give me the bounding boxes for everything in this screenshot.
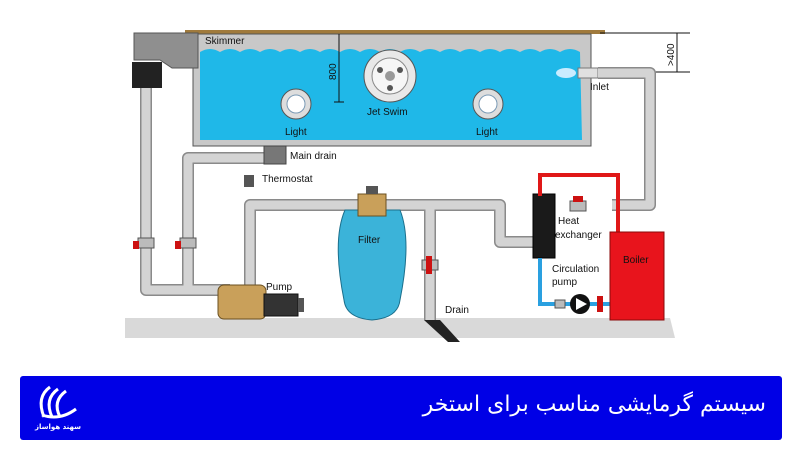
heat-exchanger-label-1: Heat bbox=[558, 216, 579, 227]
drain-label: Drain bbox=[445, 305, 469, 316]
jet-swim-label: Jet Swim bbox=[367, 107, 408, 118]
skimmer-box bbox=[133, 32, 199, 69]
hot-loop-pipe bbox=[538, 173, 620, 232]
title-banner: سهند هواساز سیستم گرمایشی مناسب برای است… bbox=[20, 376, 782, 440]
pool-heating-diagram: Skimmer 800 >400 Jet Swim Light Light In… bbox=[125, 30, 690, 342]
ground bbox=[125, 318, 675, 338]
filter-label: Filter bbox=[358, 235, 381, 246]
heat-exchanger-label-2: exchanger bbox=[555, 230, 602, 241]
inlet-nozzle bbox=[577, 67, 599, 79]
circulation-label-1: Circulation bbox=[552, 264, 599, 275]
pump-label: Pump bbox=[266, 282, 293, 293]
height-label: >400 bbox=[666, 43, 677, 66]
pump-motor bbox=[263, 293, 299, 317]
circulation-label-2: pump bbox=[552, 277, 577, 288]
valve-circulation bbox=[554, 296, 603, 312]
pool-deck bbox=[185, 30, 605, 34]
pump-body bbox=[217, 284, 267, 320]
valve-heat-exchanger bbox=[569, 196, 587, 212]
main-drain bbox=[263, 145, 287, 165]
inlet-label: Inlet bbox=[590, 82, 609, 93]
main-drain-label: Main drain bbox=[290, 151, 337, 162]
thermostat-label: Thermostat bbox=[262, 174, 313, 185]
thermostat bbox=[244, 175, 254, 187]
skimmer-label: Skimmer bbox=[205, 36, 245, 47]
inlet-bubbles bbox=[556, 68, 576, 78]
banner-title: سیستم گرمایشی مناسب برای استخر bbox=[422, 392, 766, 417]
wave-logo-icon bbox=[39, 385, 77, 419]
drain-outlet bbox=[424, 320, 460, 342]
company-logo: سهند هواساز bbox=[26, 381, 90, 437]
depth-label: 800 bbox=[328, 63, 339, 80]
filter-valve-head bbox=[357, 193, 387, 217]
boiler-label: Boiler bbox=[623, 255, 649, 266]
light-right-label: Light bbox=[476, 127, 498, 138]
valve-main-drain bbox=[175, 237, 197, 249]
skimmer-grate bbox=[132, 62, 162, 88]
light-left-label: Light bbox=[285, 127, 307, 138]
logo-text: سهند هواساز bbox=[34, 423, 82, 431]
valve-drain bbox=[421, 256, 439, 274]
valve-skimmer bbox=[133, 237, 155, 249]
filter-tank bbox=[337, 209, 407, 321]
boiler bbox=[609, 231, 665, 321]
heat-exchanger bbox=[532, 193, 556, 259]
